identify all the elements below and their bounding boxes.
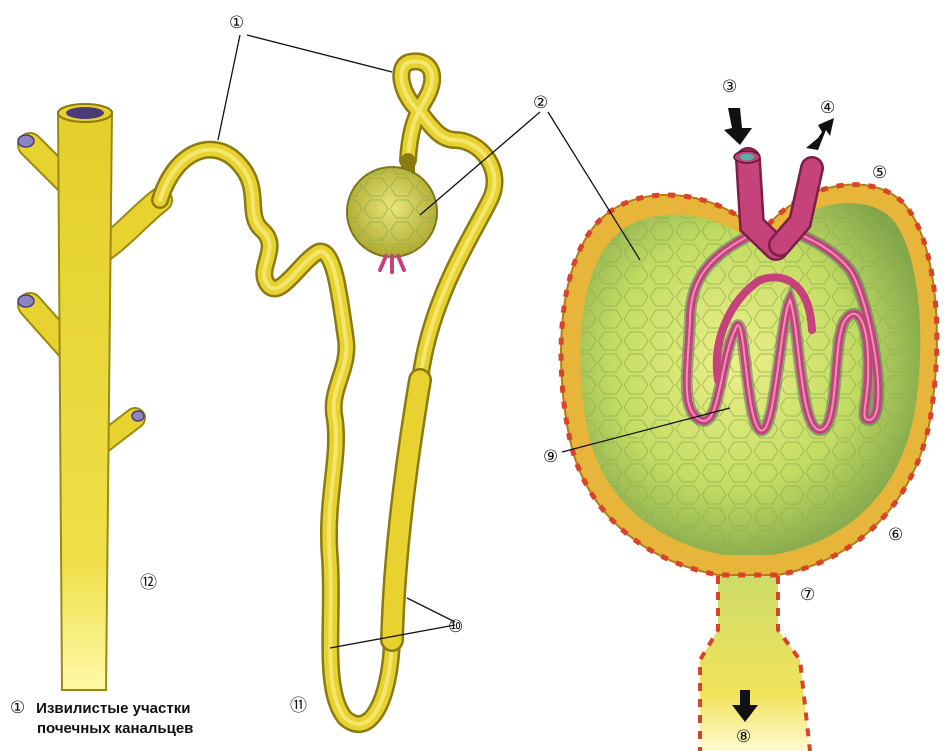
bowman-capsule (561, 185, 937, 751)
outflow-arrow-icon (806, 118, 834, 150)
duct-cut-icon (18, 135, 34, 147)
small-glomerulus (347, 160, 437, 272)
duct-cut-icon (132, 411, 144, 421)
label-9: ⑨ (543, 447, 558, 467)
inflow-arrow-icon (724, 108, 752, 145)
label-5: ⑤ (872, 163, 887, 183)
label-1: ① (229, 13, 244, 33)
nephron-tubule (160, 61, 495, 724)
label-3: ③ (722, 77, 737, 97)
duct-cut-icon (18, 295, 34, 307)
caption-line-1: Извилистые участки (36, 700, 190, 717)
label-4: ④ (820, 98, 835, 118)
label-8: ⑧ (736, 727, 751, 747)
label-2: ② (533, 93, 548, 113)
collecting-duct (18, 104, 160, 690)
caption-line-2: почечных канальцев (10, 719, 193, 739)
label-7: ⑦ (800, 585, 815, 605)
label-11: ⑪ (290, 696, 307, 716)
legend-caption: ① Извилистые участки почечных канальцев (10, 698, 193, 739)
label-6: ⑥ (888, 525, 903, 545)
caption-number: ① (10, 698, 32, 718)
label-12: ⑫ (140, 573, 157, 593)
label-10: ⑩ (448, 617, 463, 637)
